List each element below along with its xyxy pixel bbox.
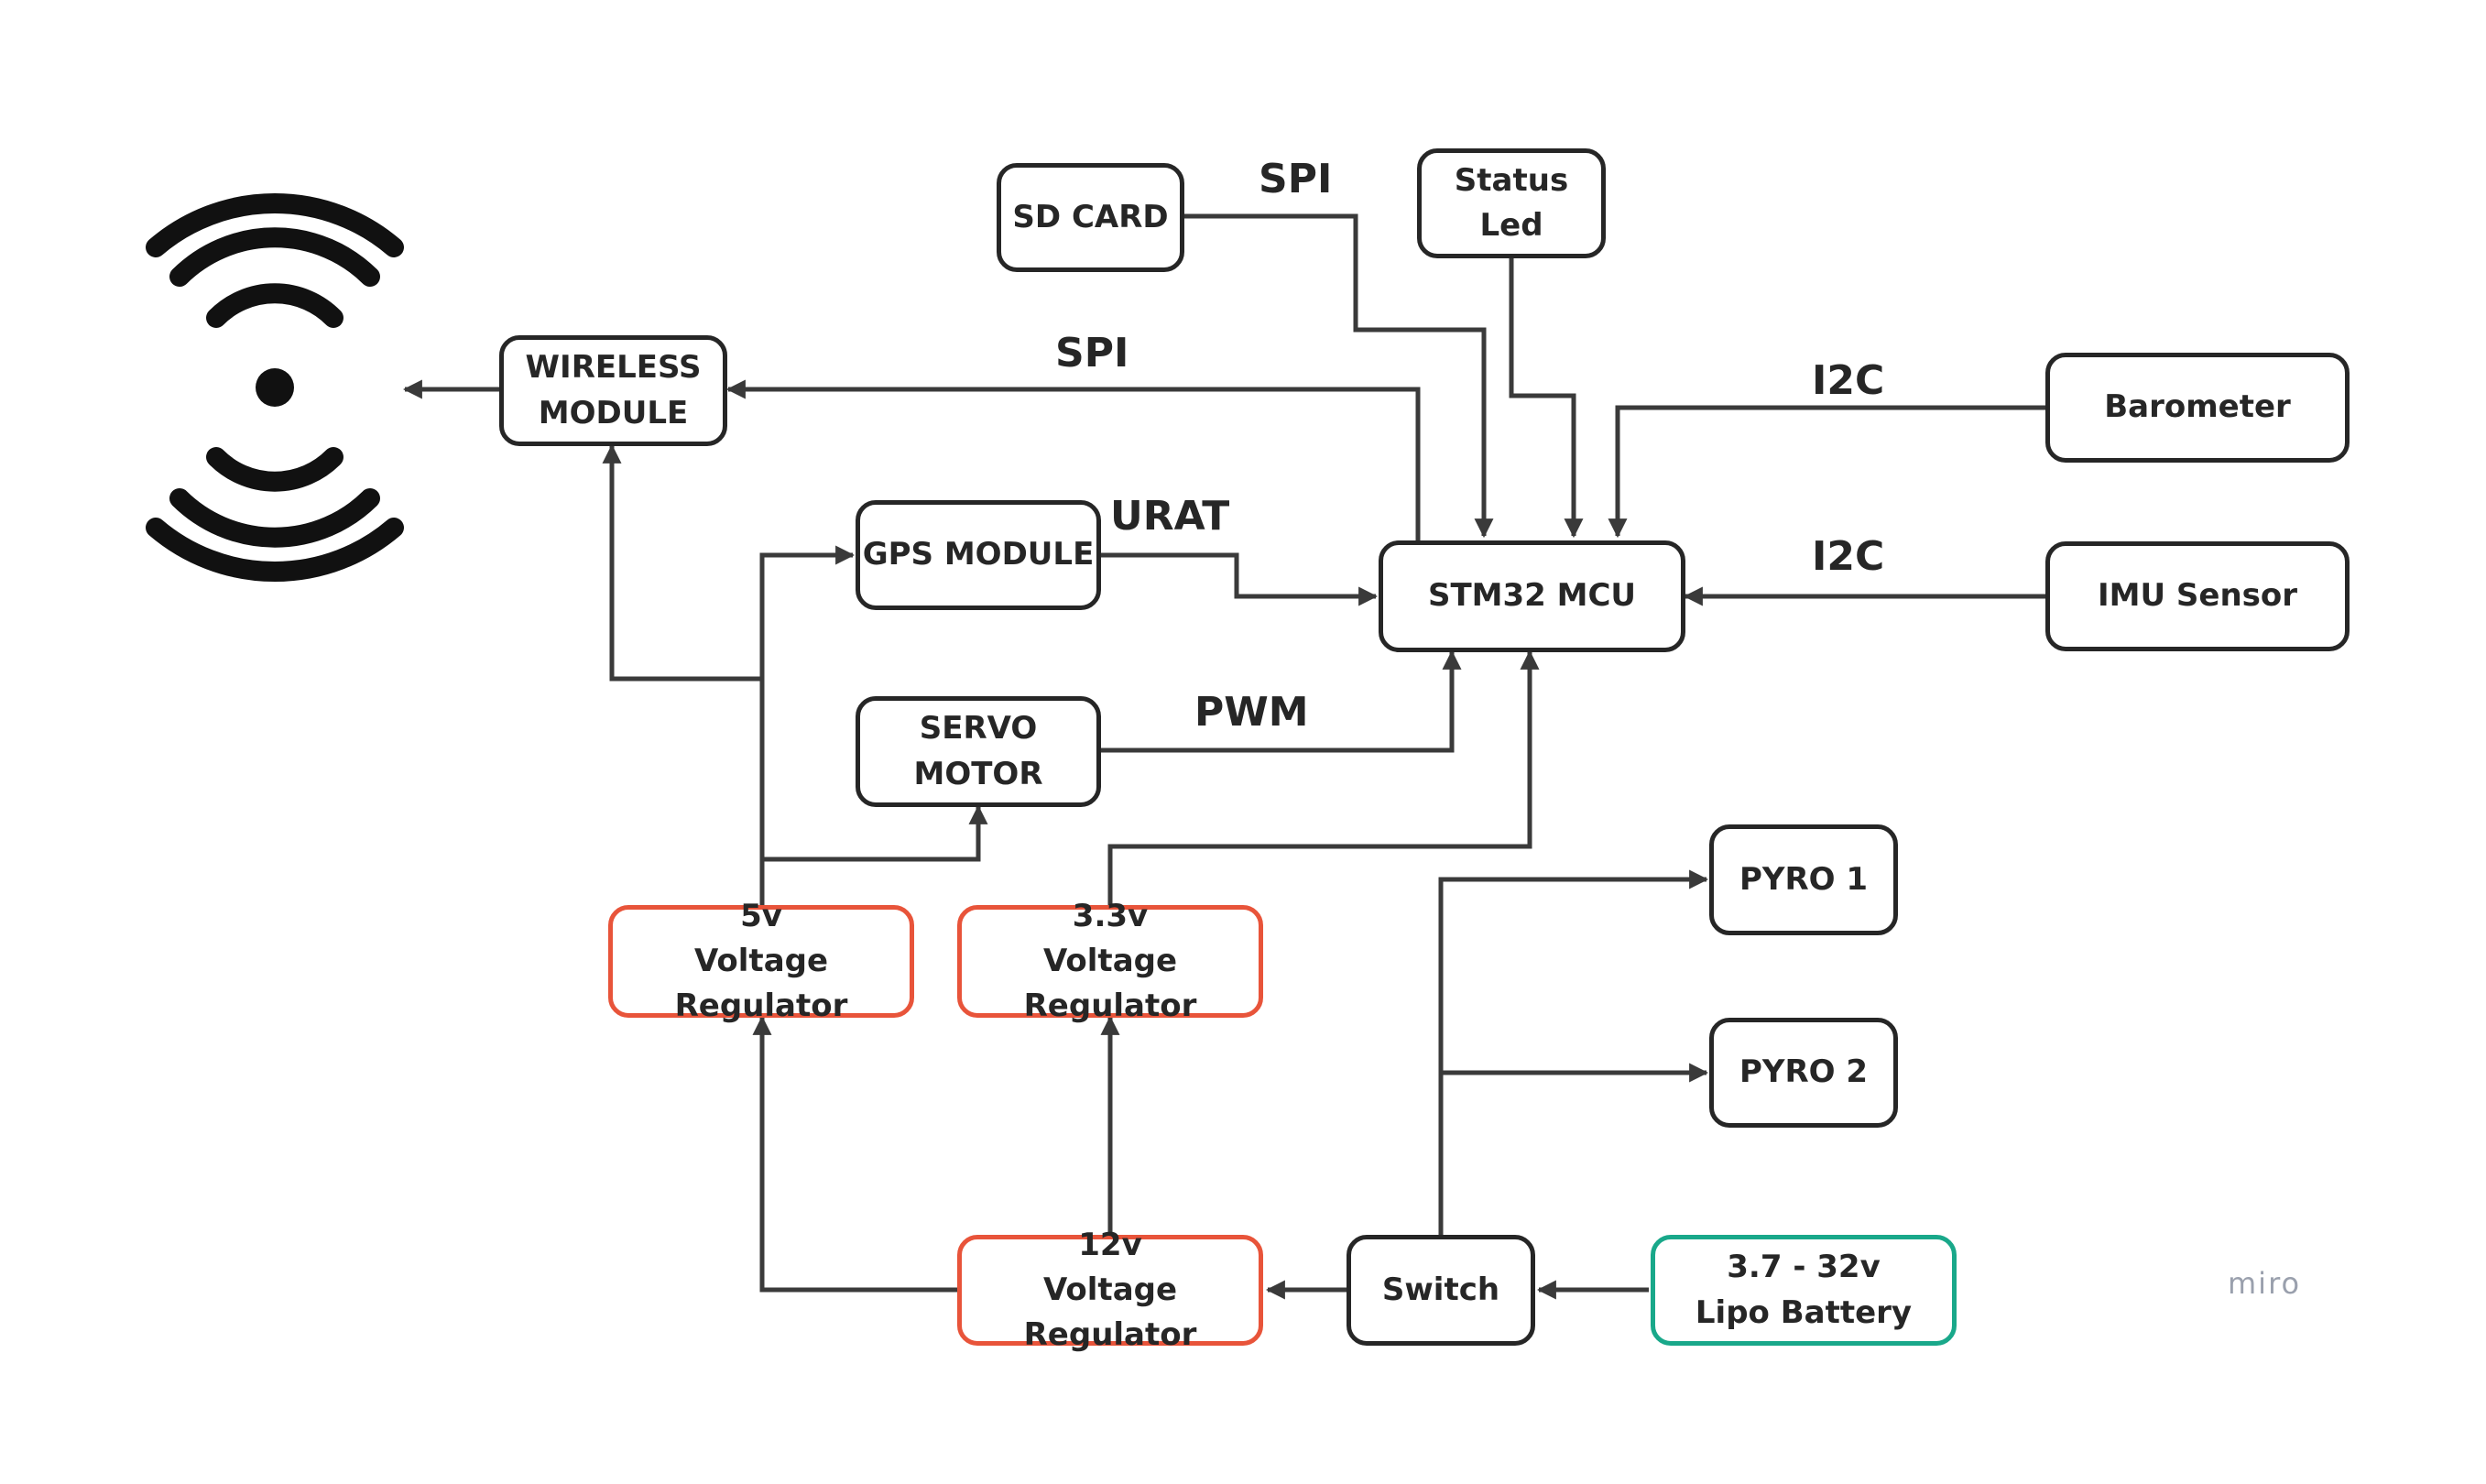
lipo-battery-label: 3.7 - 32v Lipo Battery [1695, 1249, 1913, 1331]
connector-mcu-to-wireless [725, 379, 1421, 540]
barometer-node[interactable]: Barometer [2045, 353, 2350, 463]
connector-5v-to-gps [759, 545, 856, 905]
stm32-mcu-label: STM32 MCU [1427, 577, 1637, 615]
connector-barometer-to-mcu [1608, 405, 2045, 539]
link-label-imu-i2c: I2C [1812, 533, 1885, 580]
gps-module-label: GPS MODULE [862, 536, 1095, 573]
sd-card-node[interactable]: SD CARD [997, 163, 1184, 272]
link-label-wireless-spi: SPI [1055, 330, 1129, 376]
connector-12v-to-5v [752, 1015, 957, 1293]
pyro-2-node[interactable]: PYRO 2 [1709, 1018, 1898, 1128]
servo-motor-label: SERVO MOTOR [913, 710, 1043, 792]
miro-watermark: miro [2228, 1266, 2302, 1301]
imu-sensor-node[interactable]: IMU Sensor [2045, 541, 2350, 651]
pyro-1-node[interactable]: PYRO 1 [1709, 824, 1898, 935]
pyro-2-label: PYRO 2 [1739, 1053, 1869, 1091]
servo-motor-node[interactable]: SERVO MOTOR [856, 696, 1101, 807]
switch-label: Switch [1381, 1271, 1500, 1308]
link-label-sd-spi: SPI [1259, 156, 1333, 202]
connector-5v-to-wireless [602, 443, 762, 682]
stm32-mcu-node[interactable]: STM32 MCU [1379, 540, 1685, 652]
lipo-battery-node[interactable]: 3.7 - 32v Lipo Battery [1651, 1235, 1957, 1346]
regulator-5v-label: 5v Voltage Regulator [674, 897, 848, 1025]
wifi-broadcast-icon [146, 193, 404, 582]
imu-sensor-label: IMU Sensor [2097, 577, 2298, 615]
connector-3v3-to-mcu [1107, 649, 1540, 905]
connector-servo-to-mcu [1101, 649, 1462, 753]
link-label-barometer-i2c: I2C [1812, 357, 1885, 404]
status-led-node[interactable]: Status Led [1417, 148, 1606, 258]
regulator-5v-node[interactable]: 5v Voltage Regulator [608, 898, 914, 1024]
connector-5v-to-servo [762, 804, 988, 862]
link-label-servo-pwm: PWM [1194, 689, 1309, 736]
regulator-3v3-node[interactable]: 3.3v Voltage Regulator [957, 898, 1263, 1024]
regulator-3v3-label: 3.3v Voltage Regulator [1023, 897, 1197, 1025]
switch-node[interactable]: Switch [1347, 1235, 1535, 1346]
wireless-module-label: WIRELESS MODULE [525, 349, 702, 431]
connector-sdcard-to-mcu [1184, 213, 1494, 539]
sd-card-label: SD CARD [1012, 198, 1169, 235]
connector-gps-to-mcu [1101, 552, 1379, 606]
link-label-gps-urat: URAT [1110, 493, 1230, 540]
connector-statusled-to-mcu [1509, 258, 1584, 539]
pyro-1-label: PYRO 1 [1739, 860, 1869, 898]
gps-module-node[interactable]: GPS MODULE [856, 500, 1101, 610]
regulator-12v-label: 12v Voltage Regulator [1023, 1226, 1197, 1354]
barometer-label: Barometer [2104, 388, 2291, 426]
connector-switch-to-pyro1 [1438, 869, 1709, 1235]
status-led-label: Status Led [1454, 161, 1569, 244]
regulator-12v-node[interactable]: 12v Voltage Regulator [957, 1227, 1263, 1353]
wireless-module-node[interactable]: WIRELESS MODULE [499, 335, 727, 446]
